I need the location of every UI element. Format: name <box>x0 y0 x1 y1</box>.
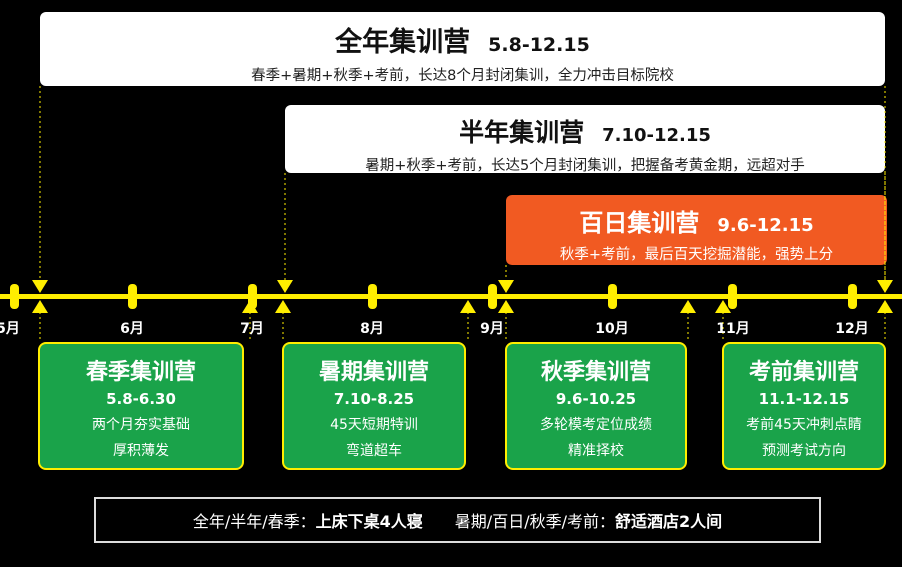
half-year-camp-dates: 7.10-12.15 <box>602 125 711 146</box>
summer-camp-card: 暑期集训营 7.10-8.25 45天短期特训 弯道超车 <box>282 342 466 470</box>
spring-camp-line1: 两个月夯实基础 <box>92 417 190 433</box>
full-year-camp-dates: 5.8-12.15 <box>488 34 590 56</box>
arrow-up-autumn-end <box>680 300 696 313</box>
full-year-camp-banner: 全年集训营 5.8-12.15 春季+暑期+秋季+考前，长达8个月封闭集训，全力… <box>40 12 885 86</box>
down-arrows <box>32 280 893 293</box>
accommodation-group-1-value: 上床下桌4人寝 <box>315 512 423 531</box>
spring-camp-name: 春季集训营 <box>85 360 196 385</box>
half-year-camp-desc: 暑期+秋季+考前，长达5个月封闭集训，把握备考黄金期，远超对手 <box>365 158 805 174</box>
arrow-up-spring-end <box>242 300 258 313</box>
arrow-up-autumn-start <box>498 300 514 313</box>
tick-aug <box>368 284 377 309</box>
autumn-camp-name: 秋季集训营 <box>540 360 651 385</box>
accommodation-group-1: 全年/半年/春季：上床下桌4人寝 <box>193 508 423 532</box>
spring-camp-dates: 5.8-6.30 <box>106 390 176 408</box>
summer-camp-dates: 7.10-8.25 <box>333 390 415 408</box>
month-label-jul: 7月 <box>240 321 264 337</box>
accommodation-group-2-value: 舒适酒店2人间 <box>614 512 723 531</box>
month-label-oct: 10月 <box>595 321 629 337</box>
arrow-down-full-start <box>32 280 48 293</box>
tick-sep <box>488 284 497 309</box>
full-year-camp-name: 全年集训营 <box>335 27 471 58</box>
accommodation-group-1-label: 全年/半年/春季： <box>192 512 316 531</box>
tick-jun <box>128 284 137 309</box>
autumn-camp-line1: 多轮模考定位成绩 <box>540 417 652 433</box>
spring-camp-line2: 厚积薄发 <box>113 443 169 459</box>
arrow-up-summer-start <box>275 300 291 313</box>
summer-camp-name: 暑期集训营 <box>318 360 429 385</box>
month-label-nov: 11月 <box>716 321 750 337</box>
hundred-day-camp-desc: 秋季+考前，最后百天挖掘潜能，强势上分 <box>559 247 834 263</box>
month-label-may: 5月 <box>0 321 20 337</box>
autumn-camp-dates: 9.6-10.25 <box>555 390 637 408</box>
hundred-day-camp-banner: 百日集训营 9.6-12.15 秋季+考前，最后百天挖掘潜能，强势上分 <box>506 195 887 265</box>
hundred-day-camp-name: 百日集训营 <box>579 209 700 237</box>
arrow-down-hundred-start <box>498 280 514 293</box>
month-label-jun: 6月 <box>120 321 144 337</box>
tick-dec <box>848 284 857 309</box>
half-year-camp-name: 半年集训营 <box>459 118 585 147</box>
accommodation-group-2: 暑期/百日/秋季/考前：舒适酒店2人间 <box>455 508 722 532</box>
timeline-line <box>0 294 902 299</box>
tick-may <box>10 284 19 309</box>
up-arrows <box>32 300 893 313</box>
autumn-camp-card: 秋季集训营 9.6-10.25 多轮模考定位成绩 精准择校 <box>505 342 687 470</box>
final-camp-dates: 11.1-12.15 <box>758 390 850 408</box>
hundred-day-camp-title-row: 百日集训营 9.6-12.15 <box>506 195 887 238</box>
spring-camp-card: 春季集训营 5.8-6.30 两个月夯实基础 厚积薄发 <box>38 342 244 470</box>
tick-nov <box>728 284 737 309</box>
final-camp-card: 考前集训营 11.1-12.15 考前45天冲刺点睛 预测考试方向 <box>722 342 886 470</box>
dashed-guides <box>39 86 886 342</box>
month-label-sep: 9月 <box>480 321 504 337</box>
final-camp-name: 考前集训营 <box>748 360 859 385</box>
arrow-up-final-end <box>877 300 893 313</box>
arrow-up-spring-start <box>32 300 48 313</box>
half-year-camp-title-row: 半年集训营 7.10-12.15 <box>285 105 885 149</box>
month-label-aug: 8月 <box>360 321 384 337</box>
final-camp-line1: 考前45天冲刺点睛 <box>746 417 862 433</box>
accommodation-group-2-label: 暑期/百日/秋季/考前： <box>454 512 615 531</box>
tick-oct <box>608 284 617 309</box>
arrow-down-half-start <box>277 280 293 293</box>
month-label-dec: 12月 <box>835 321 869 337</box>
month-ticks <box>10 284 857 309</box>
summer-camp-line2: 弯道超车 <box>346 443 402 459</box>
half-year-camp-banner: 半年集训营 7.10-12.15 暑期+秋季+考前，长达5个月封闭集训，把握备考… <box>285 105 885 174</box>
autumn-camp-line2: 精准择校 <box>568 443 624 459</box>
full-year-camp-title-row: 全年集训营 5.8-12.15 <box>40 12 885 59</box>
hundred-day-camp-dates: 9.6-12.15 <box>717 215 814 236</box>
arrow-down-full-end <box>877 280 893 293</box>
full-year-camp-desc: 春季+暑期+秋季+考前，长达8个月封闭集训，全力冲击目标院校 <box>251 68 674 84</box>
accommodation-footer: 全年/半年/春季：上床下桌4人寝 暑期/百日/秋季/考前：舒适酒店2人间 <box>94 497 821 543</box>
final-camp-line2: 预测考试方向 <box>762 443 846 459</box>
arrow-up-summer-end <box>460 300 476 313</box>
arrow-up-final-start <box>715 300 731 313</box>
summer-camp-line1: 45天短期特训 <box>330 417 418 433</box>
